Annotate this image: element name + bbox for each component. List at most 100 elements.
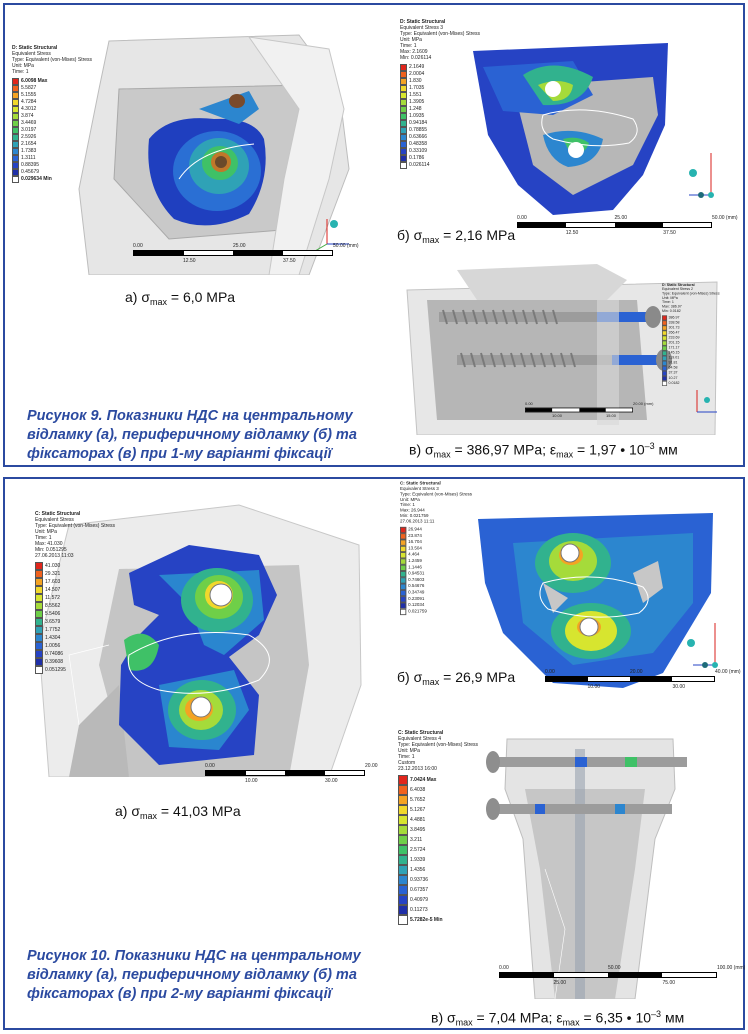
scale-tick-label: 0.00	[545, 669, 555, 675]
legend-swatch	[12, 134, 19, 141]
fig10-panel-b-image	[393, 483, 738, 693]
legend-value: 1.9339	[410, 857, 426, 863]
legend-swatch	[400, 85, 407, 92]
legend-swatch	[400, 589, 407, 597]
legend-header-line: C: Static Structural	[398, 730, 444, 736]
legend-value: 0.12034	[408, 602, 425, 608]
legend-value: 11.572	[45, 595, 60, 601]
fig9a-caption: а) σmax = 6,0 MPa	[125, 289, 236, 307]
legend-swatch	[400, 564, 407, 571]
legend-swatch	[12, 92, 19, 99]
legend-value: 13.504	[408, 545, 422, 552]
legend-swatch	[398, 825, 408, 835]
legend-value: 0.67357	[410, 887, 429, 893]
legend-value: 29.321	[45, 571, 61, 577]
legend-header-line: Type: Equivalent (von-Mises) Stress	[400, 491, 473, 498]
fig10-panel-a-image	[9, 485, 371, 777]
legend-swatch	[662, 350, 668, 356]
legend-value: 5.5827	[21, 85, 37, 91]
legend-header-line: Type: Equivalent (von-Mises) Stress	[400, 31, 481, 37]
legend-swatch	[662, 365, 668, 371]
legend-swatch	[400, 92, 407, 99]
legend-swatch	[35, 578, 43, 586]
legend-value: 386.97	[668, 315, 680, 320]
legend-swatch	[400, 120, 407, 127]
legend-value: 0.021759	[408, 608, 427, 615]
legend-value: 8.5562	[45, 603, 61, 609]
legend-value: 16.704	[408, 539, 422, 545]
legend-header-line: Max: 41.030	[35, 541, 63, 547]
legend-value: 0.94531	[408, 571, 425, 577]
legend-header-line: Max: 26.944	[400, 508, 425, 514]
scale-bar-graphic	[499, 972, 717, 978]
legend-swatch	[35, 650, 43, 658]
legend-header-line: Custom	[398, 760, 416, 766]
legend-header-line: Time: 1	[400, 502, 415, 508]
legend-value: 3.8495	[410, 827, 426, 833]
legend-header-line: Unit: MPa	[398, 748, 420, 754]
fig9-panel-b-image	[393, 15, 733, 235]
scale-tick-label: 15.00	[606, 414, 617, 419]
legend-swatch	[35, 602, 43, 610]
scale-tick-label: 37.50	[283, 258, 296, 264]
legend-header-line: Time: 1	[35, 535, 52, 541]
legend-value: 145.15	[668, 350, 680, 355]
legend-header-line: Unit: MPa	[662, 295, 678, 301]
legend-header-line: Min: 0.026114	[400, 55, 432, 61]
legend-value: 0.78855	[409, 127, 428, 133]
legend-header-line: Equivalent Stress 4	[398, 736, 442, 742]
legend-header-line: Type: Equivalent (von-Mises) Stress	[12, 57, 93, 63]
legend-swatch	[398, 855, 408, 865]
legend-value: 0.48358	[409, 141, 428, 147]
scale-tick-label: 75.00	[662, 980, 676, 986]
legend-swatch	[12, 141, 19, 148]
legend-swatch	[12, 155, 19, 162]
legend-value: 0.33109	[409, 148, 428, 154]
legend-value: 5.1267	[410, 807, 426, 813]
legend-swatch	[400, 571, 407, 578]
legend-value: 301.73	[668, 325, 680, 330]
legend-header-line: Time: 1	[12, 69, 29, 75]
legend-header-line: Type: Equivalent (von-Mises) Stress	[662, 291, 720, 296]
scale-tick-label: 50.00 (mm)	[333, 243, 359, 249]
scale-tick-label: 20.00 (mm)	[633, 402, 654, 407]
scale-tick-label: 30.00	[325, 778, 338, 784]
legend-swatch	[12, 127, 19, 134]
scale-tick-label: 25.00	[233, 243, 246, 249]
legend-swatch	[400, 134, 407, 141]
scale-tick-label: 20.00	[630, 669, 643, 675]
legend-value: 3.874	[21, 113, 34, 119]
fig9-panel-c-image	[397, 260, 737, 435]
legend-swatch	[400, 141, 407, 148]
scale-bar-graphic	[525, 407, 633, 413]
legend-value: 0.34749	[408, 589, 425, 596]
legend-swatch	[662, 320, 668, 326]
legend-value: 6.4038	[410, 787, 426, 793]
legend-value: 0.11273	[410, 907, 428, 913]
fig10c-caption: в) σmax = 7,04 MPa; εmax = 6,35 • 10–3 м…	[431, 1009, 685, 1028]
legend-value: 1.830	[409, 78, 422, 84]
legend-swatch	[398, 915, 408, 925]
legend-swatch	[400, 539, 407, 546]
legend-value: 171.17	[668, 345, 680, 350]
legend-header-line: Equivalent Stress	[35, 517, 74, 523]
legend-swatch	[398, 785, 408, 795]
fig10a-caption: а) σmax = 41,03 MPa	[115, 803, 241, 821]
legend-header-line: Max: 386.97	[662, 304, 682, 309]
legend-value: 0.23091	[408, 596, 425, 602]
legend-swatch	[400, 583, 407, 590]
legend-swatch	[400, 533, 407, 540]
legend-value: 0.74086	[45, 651, 64, 657]
legend-swatch	[12, 106, 19, 113]
legend-header-line: Max: 2.1609	[400, 49, 428, 55]
legend-value: 3.6579	[45, 619, 61, 625]
legend-swatch	[398, 845, 408, 855]
legend-value: 0.45679	[21, 169, 40, 175]
legend-value: 4.464	[408, 552, 420, 558]
legend-swatch	[35, 586, 43, 594]
fig9-panel-a-image	[9, 29, 369, 275]
scale-tick-label: 50.00	[608, 965, 621, 971]
legend-swatch	[35, 562, 43, 570]
scale-tick-label: 20.00	[365, 763, 378, 769]
